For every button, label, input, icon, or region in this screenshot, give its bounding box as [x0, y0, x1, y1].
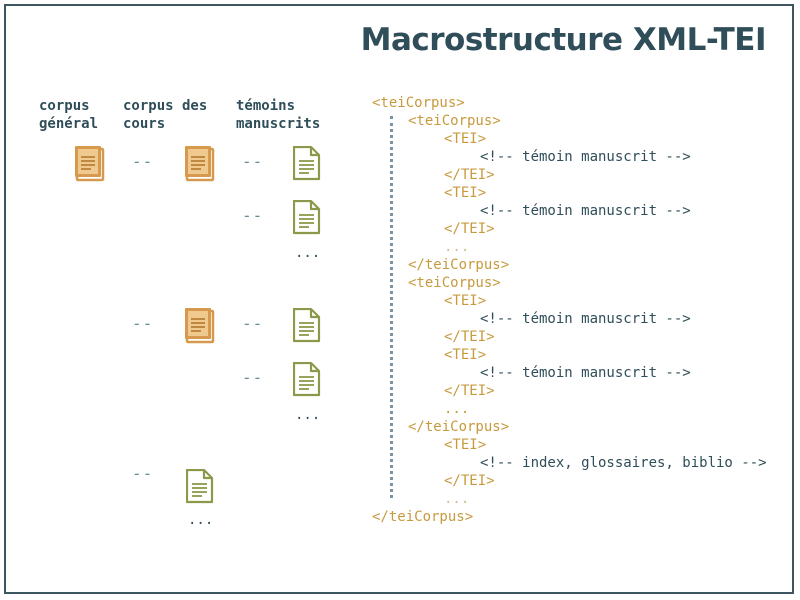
temoin-3-document-icon: [293, 308, 321, 343]
code-line: <!-- témoin manuscrit -->: [480, 365, 691, 381]
more-ellipsis: ...: [295, 407, 321, 423]
code-line: </teiCorpus>: [408, 257, 510, 273]
hierarchy-dotted-line: [390, 116, 393, 498]
connector-dash: --: [242, 314, 264, 333]
connector-dash: --: [132, 314, 154, 333]
code-line: <teiCorpus>: [372, 95, 465, 111]
code-line: </teiCorpus>: [372, 509, 474, 525]
connector-dash: --: [132, 464, 154, 483]
connector-dash: --: [132, 152, 154, 171]
header-corpus-general: corpus général: [39, 98, 99, 132]
code-line: ...: [444, 401, 470, 417]
code-line: </TEI>: [444, 383, 495, 399]
code-line: <!-- témoin manuscrit -->: [480, 149, 691, 165]
diagram-title: Macrostructure XML-TEI: [360, 22, 767, 58]
connector-dash: --: [242, 368, 264, 387]
temoin-4-document-icon: [293, 362, 321, 397]
corpus-cours-1-book-icon: [185, 146, 215, 182]
code-line: <!-- témoin manuscrit -->: [480, 203, 691, 219]
code-line: ...: [444, 239, 470, 255]
code-line: <TEI>: [444, 131, 487, 147]
xml-code-listing: <teiCorpus> <teiCorpus> <TEI> <!-- témoin m…: [372, 94, 767, 526]
connector-dash: --: [242, 206, 264, 225]
code-line: <TEI>: [444, 185, 487, 201]
index-document-icon: [186, 469, 214, 504]
temoin-1-document-icon: [293, 146, 321, 181]
temoin-2-document-icon: [293, 200, 321, 235]
code-line: </TEI>: [444, 473, 495, 489]
header-temoins-manuscrits: témoins manuscrits: [236, 98, 321, 132]
code-line: </teiCorpus>: [408, 419, 510, 435]
code-line: <TEI>: [444, 437, 487, 453]
code-line: </TEI>: [444, 221, 495, 237]
code-line: </TEI>: [444, 329, 495, 345]
code-line: <teiCorpus>: [408, 113, 501, 129]
code-line: <!-- index, glossaires, biblio -->: [480, 455, 767, 471]
code-line: <!-- témoin manuscrit -->: [480, 311, 691, 327]
connector-dash: --: [242, 152, 264, 171]
code-line: <TEI>: [444, 293, 487, 309]
more-ellipsis: ...: [295, 245, 321, 261]
code-line: <TEI>: [444, 347, 487, 363]
code-line: ...: [444, 491, 470, 507]
diagram-frame: [4, 4, 794, 594]
code-line: <teiCorpus>: [408, 275, 501, 291]
corpus-cours-2-book-icon: [185, 308, 215, 344]
more-ellipsis: ...: [188, 512, 214, 528]
code-line: </TEI>: [444, 167, 495, 183]
corpus-general-book-icon: [75, 146, 105, 182]
header-corpus-des-cours: corpus des cours: [123, 98, 208, 132]
